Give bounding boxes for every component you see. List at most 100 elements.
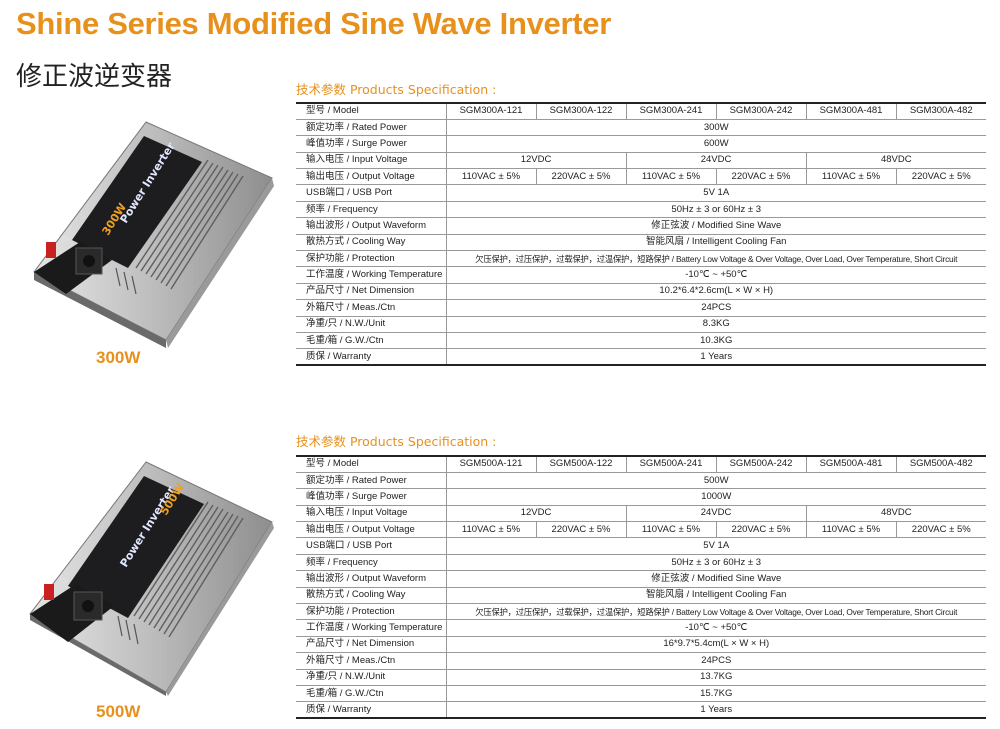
table-row: 净重/只 / N.W./Unit 8.3KG: [296, 315, 986, 333]
spec-label: USB端口 / USB Port: [296, 184, 447, 202]
model-cell: SGM300A-482: [895, 103, 986, 120]
spec-value: 300W: [445, 118, 986, 137]
table-row: 质保 / Warranty 1 Years: [296, 348, 986, 366]
spec-value: 220VAC ± 5%: [715, 521, 807, 539]
model-cell: SGM500A-482: [895, 456, 986, 473]
table-row: 额定功率 / Rated Power 500W: [296, 471, 986, 490]
spec-value: 24PCS: [445, 299, 986, 317]
spec-value: 110VAC ± 5%: [445, 168, 537, 186]
spec-value: 智能风扇 / Intelligent Cooling Fan: [445, 586, 986, 605]
spec-value: 48VDC: [805, 151, 986, 170]
table-row: 峰值功率 / Surge Power 1000W: [296, 488, 986, 506]
spec-value: 50Hz ± 3 or 60Hz ± 3: [445, 200, 986, 219]
spec-value: 欠压保护，过压保护，过载保护，过温保护，短路保护 / Battery Low V…: [445, 603, 986, 621]
table-row: 输出电压 / Output Voltage 110VAC ± 5% 220VAC…: [296, 521, 986, 539]
table-row: 型号 / Model SGM500A-121 SGM500A-122 SGM50…: [296, 456, 986, 473]
page-subtitle-cn: 修正波逆变器: [16, 62, 173, 92]
model-cell: SGM500A-481: [805, 456, 897, 473]
spec-label: 质保 / Warranty: [296, 701, 447, 719]
table-row: 额定功率 / Rated Power 300W: [296, 118, 986, 137]
spec-value: 110VAC ± 5%: [625, 168, 717, 186]
spec-value: 24VDC: [625, 504, 807, 523]
spec-value: 修正弦波 / Modified Sine Wave: [445, 570, 986, 588]
spec-value: 24VDC: [625, 151, 807, 170]
spec-value: 110VAC ± 5%: [805, 521, 897, 539]
spec-value: 24PCS: [445, 652, 986, 670]
table-row: 散热方式 / Cooling Way 智能风扇 / Intelligent Co…: [296, 233, 986, 252]
spec-label: 工作温度 / Working Temperature: [296, 266, 447, 284]
spec-value: 48VDC: [805, 504, 986, 523]
spec-value: 50Hz ± 3 or 60Hz ± 3: [445, 553, 986, 572]
table-row: 毛重/箱 / G.W./Ctn 10.3KG: [296, 331, 986, 350]
spec-label: 净重/只 / N.W./Unit: [296, 315, 447, 333]
spec-label: 额定功率 / Rated Power: [296, 471, 447, 490]
spec-label: 输入电压 / Input Voltage: [296, 151, 447, 170]
spec-value: 500W: [445, 471, 986, 490]
inverter-500w-image: Power Inverter 500W: [29, 461, 274, 696]
ac-socket-icon: [73, 591, 103, 621]
spec-value: 600W: [445, 135, 986, 153]
table-row: 输入电压 / Input Voltage 12VDC 24VDC 48VDC: [296, 504, 986, 523]
spec-value: 8.3KG: [445, 315, 986, 333]
spec-table-300w: 型号 / Model SGM300A-121 SGM300A-122 SGM30…: [296, 102, 986, 367]
table-row: 净重/只 / N.W./Unit 13.7KG: [296, 668, 986, 686]
section-label-300w: 技术参数 Products Specification :: [296, 82, 497, 97]
model-cell: SGM500A-241: [625, 456, 717, 473]
table-row: 外箱尺寸 / Meas./Ctn 24PCS: [296, 652, 986, 670]
spec-value: 欠压保护，过压保护，过载保护，过温保护，短路保护 / Battery Low V…: [445, 250, 986, 268]
spec-label: 产品尺寸 / Net Dimension: [296, 282, 447, 301]
spec-label: 输出电压 / Output Voltage: [296, 521, 447, 539]
spec-label: 峰值功率 / Surge Power: [296, 488, 447, 506]
usb-port-icon: [62, 236, 70, 242]
table-row: 输出波形 / Output Waveform 修正弦波 / Modified S…: [296, 217, 986, 235]
spec-value: 1000W: [445, 488, 986, 506]
spec-value: 10.2*6.4*2.6cm(L × W × H): [445, 282, 986, 301]
model-cell: SGM300A-242: [715, 103, 807, 120]
spec-label: 散热方式 / Cooling Way: [296, 586, 447, 605]
table-row: 毛重/箱 / G.W./Ctn 15.7KG: [296, 684, 986, 703]
table-row: 型号 / Model SGM300A-121 SGM300A-122 SGM30…: [296, 103, 986, 120]
table-row: 保护功能 / Protection 欠压保护，过压保护，过载保护，过温保护，短路…: [296, 250, 986, 268]
product-label-300w: 300W: [96, 348, 141, 367]
table-row: 输出电压 / Output Voltage 110VAC ± 5% 220VAC…: [296, 168, 986, 186]
spec-label: 频率 / Frequency: [296, 553, 447, 572]
model-cell: SGM300A-121: [445, 103, 537, 120]
table-row: 输出波形 / Output Waveform 修正弦波 / Modified S…: [296, 570, 986, 588]
section-label-500w: 技术参数 Products Specification :: [296, 434, 497, 449]
spec-value: 1 Years: [445, 348, 986, 366]
table-row: 峰值功率 / Surge Power 600W: [296, 135, 986, 153]
spec-value: 16*9.7*5.4cm(L × W × H): [445, 635, 986, 654]
model-cell: SGM500A-121: [445, 456, 537, 473]
spec-value: 220VAC ± 5%: [535, 521, 627, 539]
table-row: 外箱尺寸 / Meas./Ctn 24PCS: [296, 299, 986, 317]
spec-value: 10.3KG: [445, 331, 986, 350]
spec-value: 1 Years: [445, 701, 986, 719]
spec-label: 输出波形 / Output Waveform: [296, 570, 447, 588]
model-cell: SGM500A-122: [535, 456, 627, 473]
spec-value: 5V 1A: [445, 537, 986, 555]
spec-label: 外箱尺寸 / Meas./Ctn: [296, 299, 447, 317]
power-switch-icon: [44, 584, 54, 600]
spec-value: 110VAC ± 5%: [445, 521, 537, 539]
spec-label: 型号 / Model: [296, 456, 447, 473]
spec-label: 毛重/箱 / G.W./Ctn: [296, 684, 447, 703]
model-cell: SGM300A-122: [535, 103, 627, 120]
table-row: 散热方式 / Cooling Way 智能风扇 / Intelligent Co…: [296, 586, 986, 605]
spec-label: 输入电压 / Input Voltage: [296, 504, 447, 523]
spec-value: 13.7KG: [445, 668, 986, 686]
spec-label: 净重/只 / N.W./Unit: [296, 668, 447, 686]
spec-value: 15.7KG: [445, 684, 986, 703]
spec-label: 保护功能 / Protection: [296, 603, 447, 621]
spec-value: 智能风扇 / Intelligent Cooling Fan: [445, 233, 986, 252]
spec-value: 12VDC: [445, 151, 627, 170]
spec-label: 输出电压 / Output Voltage: [296, 168, 447, 186]
spec-value: -10℃ ~ +50℃: [445, 619, 986, 637]
model-cell: SGM500A-242: [715, 456, 807, 473]
spec-label: 外箱尺寸 / Meas./Ctn: [296, 652, 447, 670]
spec-label: 散热方式 / Cooling Way: [296, 233, 447, 252]
table-row: 产品尺寸 / Net Dimension 10.2*6.4*2.6cm(L × …: [296, 282, 986, 301]
model-cell: SGM300A-481: [805, 103, 897, 120]
spec-table-500w: 型号 / Model SGM500A-121 SGM500A-122 SGM50…: [296, 455, 986, 720]
table-row: 产品尺寸 / Net Dimension 16*9.7*5.4cm(L × W …: [296, 635, 986, 654]
spec-label: 频率 / Frequency: [296, 200, 447, 219]
